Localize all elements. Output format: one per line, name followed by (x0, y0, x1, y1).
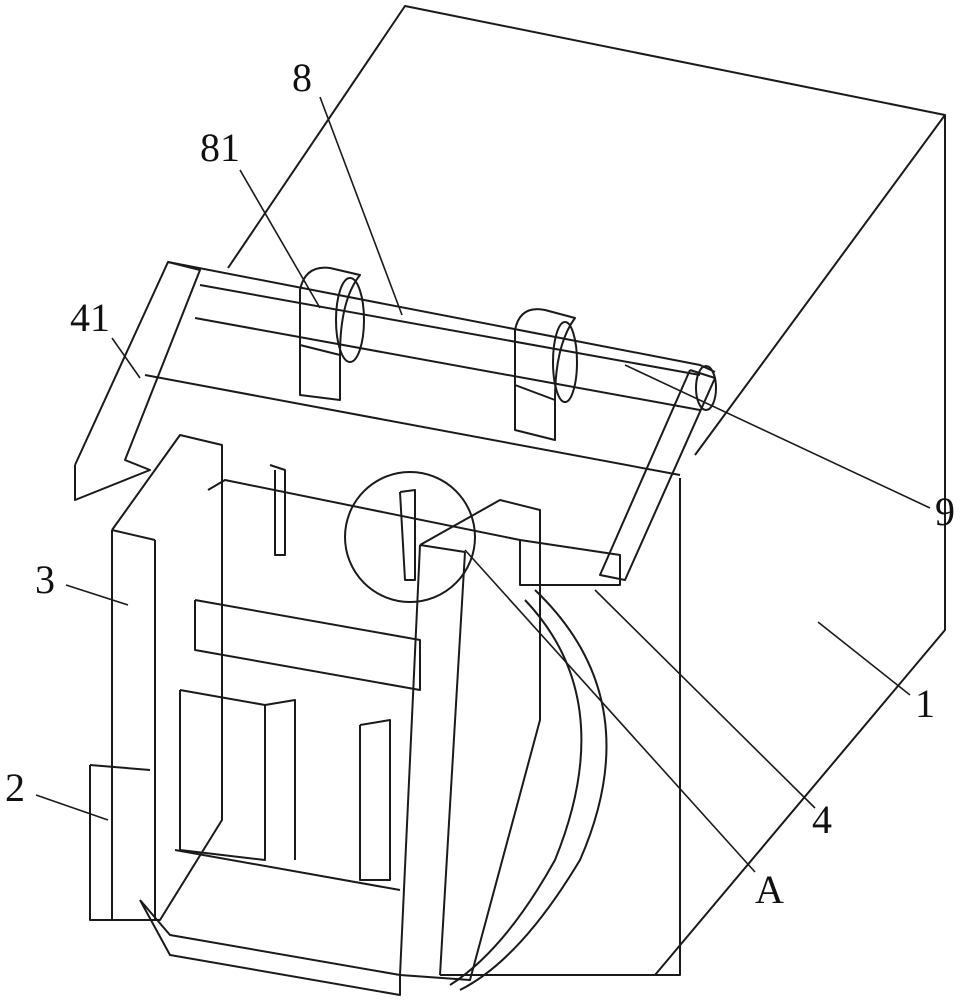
shaft-bottom (194, 317, 701, 411)
body-panel-2 (264, 699, 296, 860)
detail-a-circle (344, 471, 476, 603)
leader-4 (594, 589, 816, 809)
leader-2 (35, 794, 109, 821)
body-bottom (174, 849, 401, 891)
post-left-lower (89, 765, 130, 921)
body-panel (179, 689, 266, 861)
leader-1 (817, 621, 911, 696)
leader-A (464, 549, 756, 873)
arc-outer (459, 589, 608, 991)
base-plate (139, 899, 401, 996)
rod-end (695, 365, 717, 411)
label-3: 3 (35, 557, 55, 602)
label-A: A (755, 867, 784, 912)
body-top (194, 599, 421, 691)
frame-right-arm (599, 369, 716, 581)
leader-81 (239, 169, 321, 309)
frame-top-bar (167, 261, 716, 373)
box-1-front-edge (440, 478, 681, 976)
label-2: 2 (5, 765, 25, 810)
bearing-right (514, 308, 576, 441)
box-1-diagonal (694, 114, 946, 456)
clip-a (399, 489, 416, 581)
bearing-ring-right (552, 321, 578, 403)
label-1: 1 (915, 681, 935, 726)
post-left-face (111, 529, 156, 541)
cross-bar (207, 479, 621, 586)
label-41: 41 (70, 295, 110, 340)
leader-9 (624, 364, 931, 509)
post-right-face (419, 544, 466, 553)
bearing-81-left (299, 266, 361, 401)
arc-inner (449, 599, 583, 986)
leader-41 (111, 337, 141, 379)
post-left (111, 434, 223, 921)
frame-bar-lower (144, 374, 681, 476)
post-right-edge (439, 551, 466, 976)
label-81: 81 (200, 125, 240, 170)
body-panel-3 (359, 719, 391, 881)
post-left-split (89, 764, 151, 771)
leader-3 (65, 584, 129, 606)
box-1-outline (227, 5, 946, 976)
label-9: 9 (935, 489, 955, 534)
bearing-ring-left (335, 277, 365, 363)
leader-8 (319, 96, 403, 316)
clip-left (269, 464, 286, 556)
label-8: 8 (292, 55, 312, 100)
label-4: 4 (812, 797, 832, 842)
shaft-top (199, 284, 701, 376)
